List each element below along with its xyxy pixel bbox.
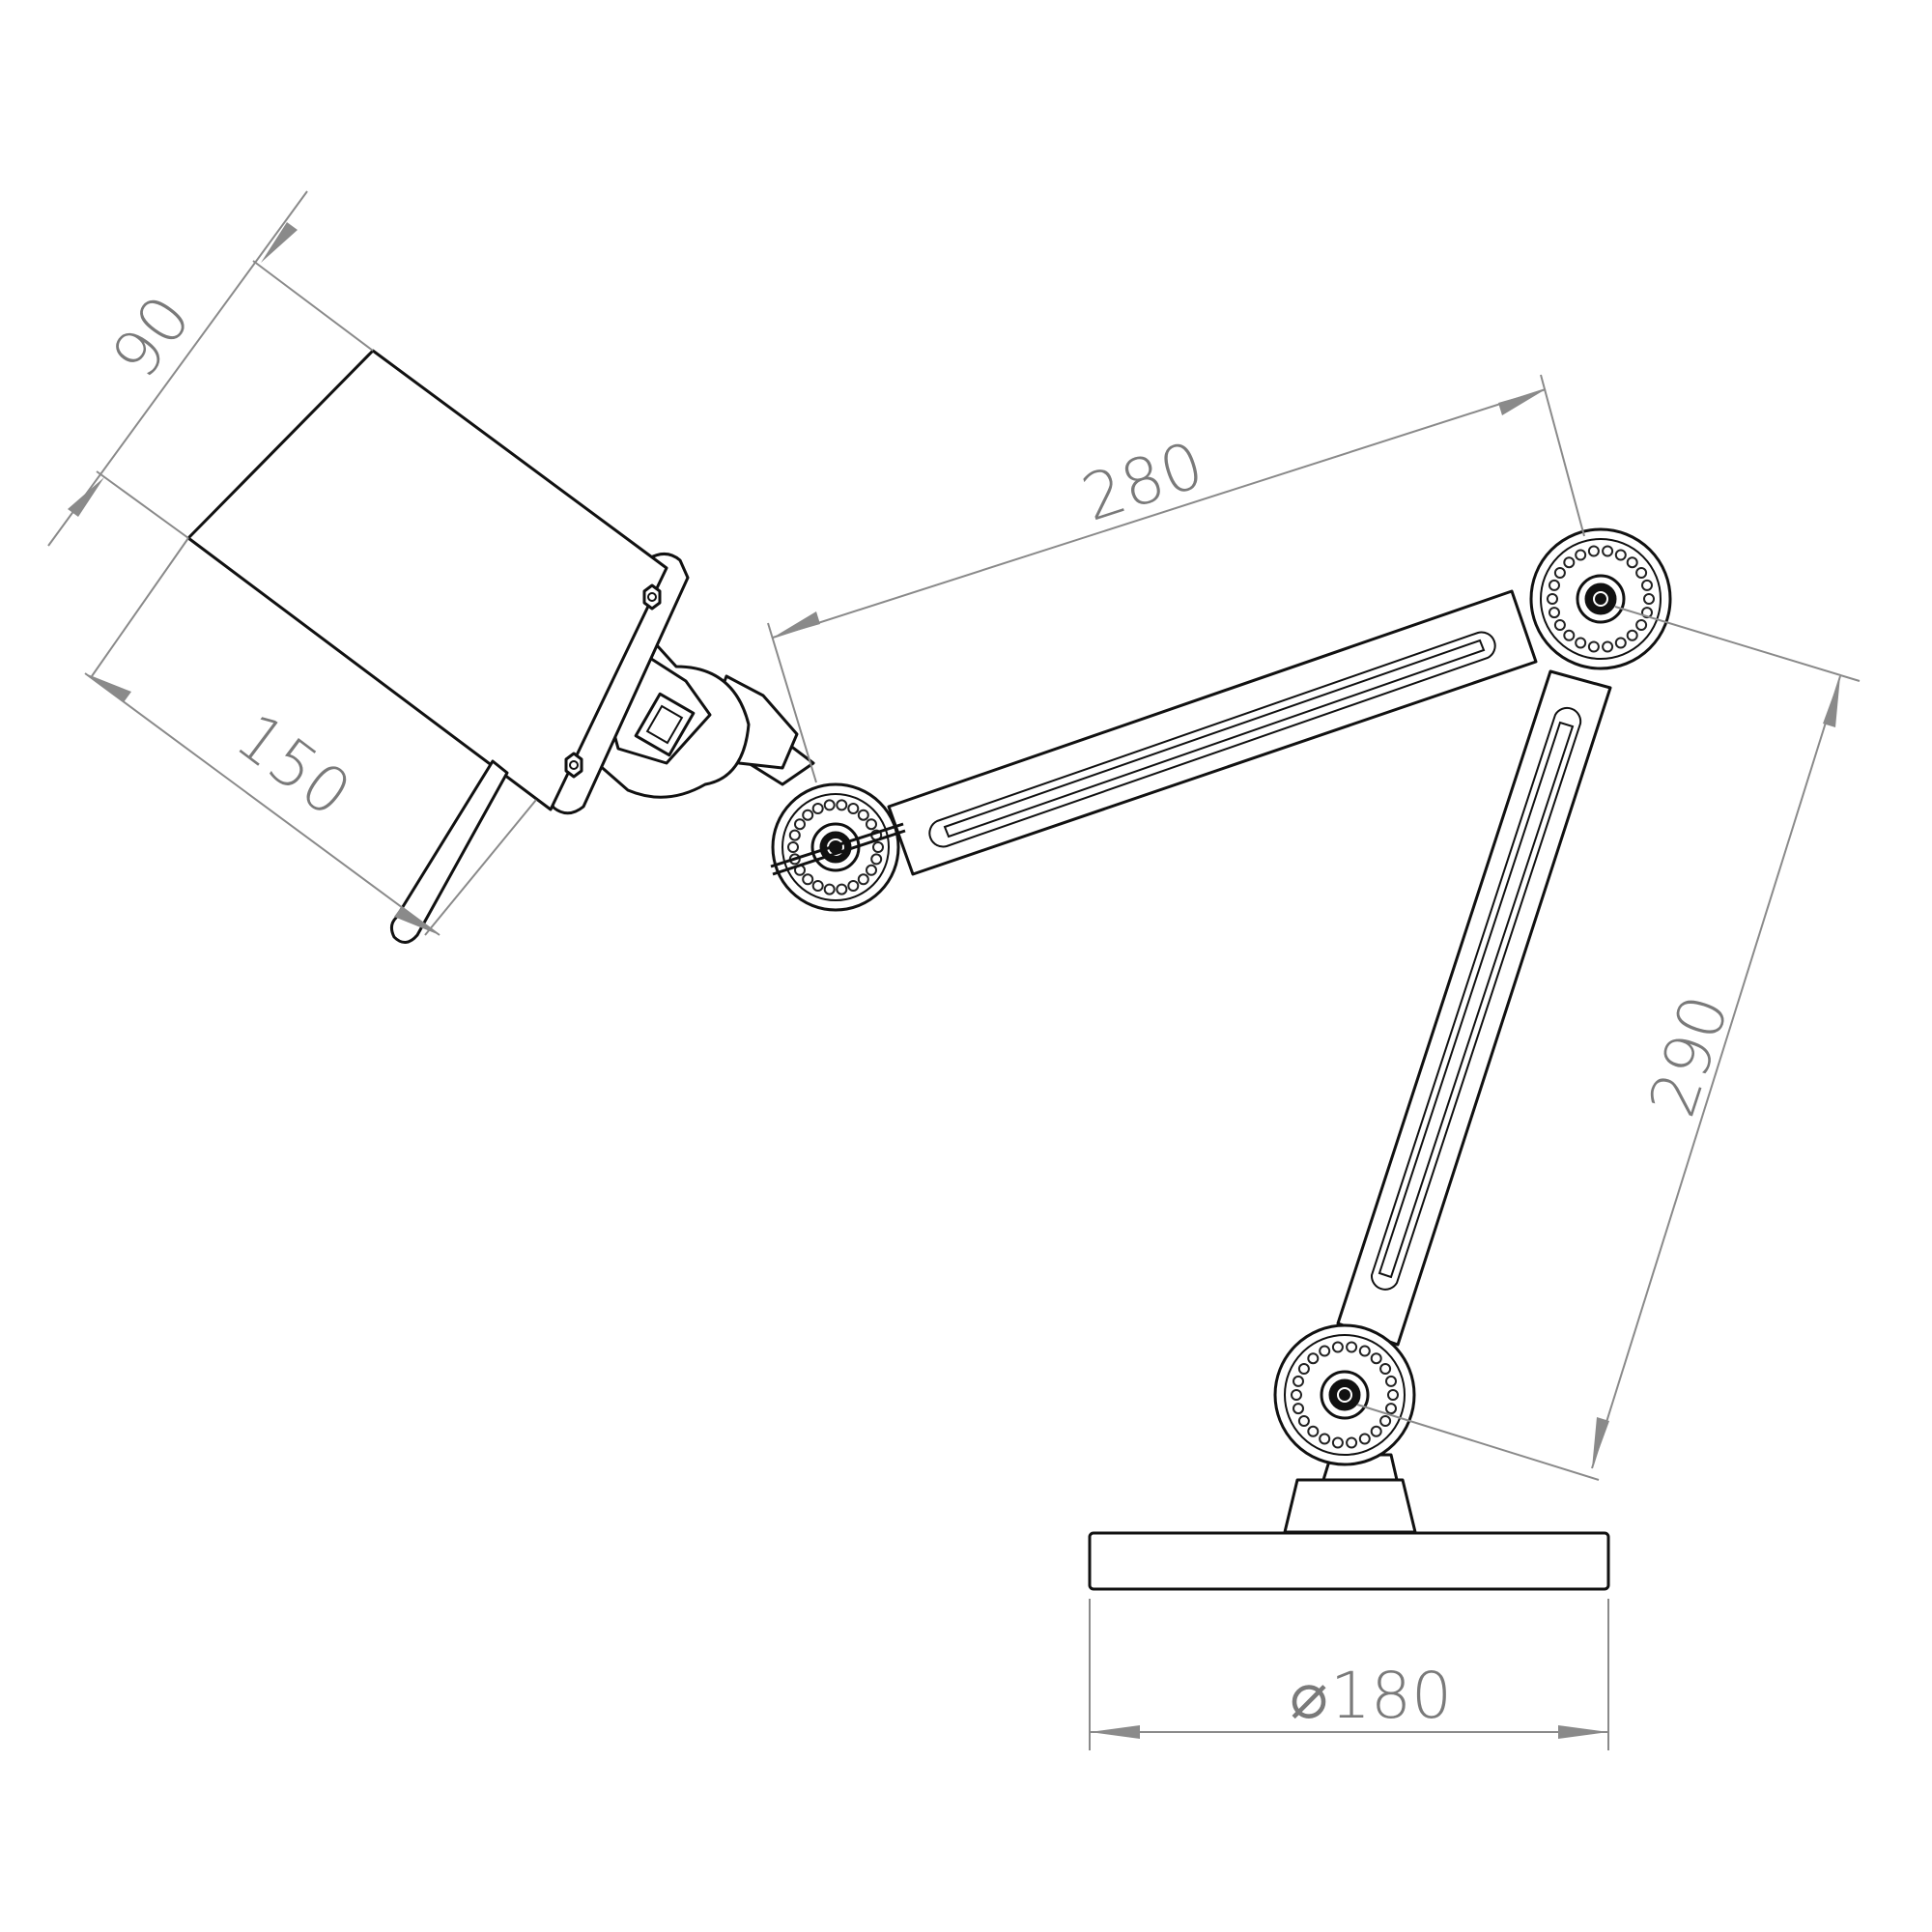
joint-hole xyxy=(787,841,799,853)
joint-hole xyxy=(857,809,869,821)
arrow-head xyxy=(1558,1725,1608,1739)
joint-hole xyxy=(866,864,877,876)
joint-hole xyxy=(1370,1352,1382,1365)
joint-hole xyxy=(1563,629,1576,641)
base-joint xyxy=(1273,1323,1416,1466)
joint-hole xyxy=(1297,1363,1310,1375)
joint-hole xyxy=(1626,556,1638,569)
joint-hole xyxy=(1626,629,1638,641)
joint-hole xyxy=(1553,619,1566,631)
joint-hole xyxy=(1307,1425,1320,1437)
joint-hole xyxy=(788,829,801,841)
joint-hole xyxy=(1346,1341,1358,1353)
joint-hole xyxy=(1358,1345,1371,1357)
yoke-switch-inner xyxy=(645,704,684,745)
joint-hole xyxy=(1331,1436,1344,1449)
dimension-label-150: 150 xyxy=(222,698,364,831)
elbow-joint xyxy=(1529,527,1672,670)
joint-hole xyxy=(802,809,814,821)
joint-hole xyxy=(1548,579,1560,591)
shade-handle xyxy=(389,759,509,944)
upper-arm-slot-inner xyxy=(943,639,1486,838)
joint-hole xyxy=(811,803,824,814)
joint-hole xyxy=(872,841,884,853)
joint-hole xyxy=(1293,1375,1304,1387)
joint-hole xyxy=(1602,640,1614,653)
joint-hole xyxy=(1575,549,1587,561)
joint-hole xyxy=(1553,567,1566,579)
joint-hole xyxy=(802,873,814,886)
joint-hole xyxy=(1358,1433,1371,1445)
joint-hole xyxy=(847,880,860,892)
joint-hole xyxy=(857,873,869,886)
joint-hole xyxy=(1319,1345,1331,1357)
joint-hole xyxy=(1641,579,1653,591)
arrow-head xyxy=(85,673,131,702)
joint-hole xyxy=(1319,1433,1331,1445)
joint-hole xyxy=(1575,637,1587,649)
joint-hole xyxy=(1385,1403,1397,1415)
joint-hole xyxy=(1385,1375,1397,1387)
joint-hole xyxy=(1563,556,1576,569)
joint-hole xyxy=(823,883,836,895)
diameter-symbol: ⌀ xyxy=(1290,1659,1328,1733)
joint-hole xyxy=(1548,607,1560,619)
lower-arm-slot-inner xyxy=(1378,721,1575,1279)
joint-hole xyxy=(836,799,848,811)
dimension-label-280: 280 xyxy=(1073,428,1212,536)
base-plate xyxy=(1088,1531,1610,1591)
lower-arm xyxy=(1336,669,1612,1347)
joint-hole xyxy=(1297,1415,1310,1427)
joint-hole xyxy=(1307,1352,1320,1365)
joint-hole xyxy=(823,799,836,811)
lower-arm-slot xyxy=(1370,706,1582,1291)
lamp xyxy=(186,349,1672,1591)
joint-hole xyxy=(870,853,883,866)
joint-hole xyxy=(1614,549,1627,561)
dimension-label-180: 180 xyxy=(1330,1659,1452,1733)
dimension-label-90: 90 xyxy=(98,282,206,391)
joint-hole xyxy=(1387,1389,1399,1401)
arrow-head xyxy=(773,611,820,638)
lamp-shade xyxy=(186,349,668,811)
joint-hole xyxy=(794,818,806,831)
joint-hole xyxy=(866,818,877,831)
shade-screw-top xyxy=(642,583,662,611)
joint-hole xyxy=(1614,637,1627,649)
arrow-head xyxy=(1823,676,1840,727)
joint-hole xyxy=(847,803,860,814)
shade-screw-bottom xyxy=(564,752,583,779)
joint-hole xyxy=(1587,545,1600,557)
joint-hole xyxy=(1346,1436,1358,1449)
arrow-head xyxy=(68,477,104,517)
joint-hole xyxy=(1331,1341,1344,1353)
upper-arm-slot xyxy=(928,631,1496,848)
joint-hole xyxy=(1291,1389,1302,1401)
head-joint xyxy=(770,782,906,912)
arrow-head xyxy=(1090,1725,1140,1739)
joint-hole xyxy=(1547,593,1558,605)
joint-hole xyxy=(1602,545,1614,557)
arrow-head xyxy=(394,906,440,935)
joint-hole xyxy=(1635,567,1648,579)
dimension-base-diameter: ⌀ 180 xyxy=(1089,1599,1609,1750)
joint-hole xyxy=(1587,640,1600,653)
joint-hole xyxy=(1379,1363,1392,1375)
arrow-head xyxy=(261,222,298,263)
arrow-head xyxy=(1592,1417,1609,1468)
base-pedestal xyxy=(1283,1478,1417,1534)
arrow-head xyxy=(1498,389,1546,415)
joint-hole xyxy=(1370,1425,1382,1437)
dimension-label-290: 290 xyxy=(1635,986,1744,1125)
joint-hole xyxy=(1635,619,1648,631)
joint-hole xyxy=(811,880,824,892)
joint-hole xyxy=(836,883,848,895)
joint-hole xyxy=(1379,1415,1392,1427)
joint-hole xyxy=(1293,1403,1304,1415)
yoke-switch xyxy=(634,692,696,757)
joint-hole xyxy=(1643,593,1655,605)
